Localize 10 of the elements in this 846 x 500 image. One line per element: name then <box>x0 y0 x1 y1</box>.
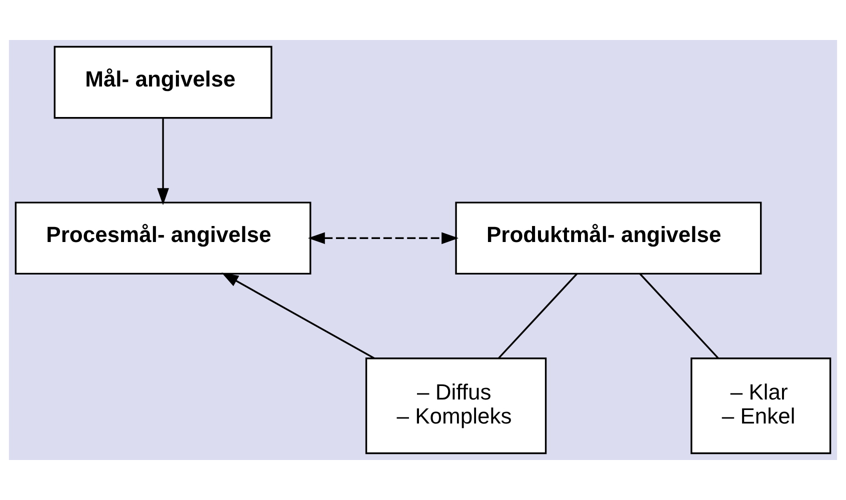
connector <box>639 273 719 359</box>
node-box: – Klar – Enkel <box>690 358 832 454</box>
node-box: – Diffus – Kompleks <box>365 358 547 454</box>
node-box: Mål- angivelse <box>54 46 272 119</box>
node-box: Procesmål- angivelse <box>14 202 312 275</box>
arrow <box>308 232 459 244</box>
arrow <box>222 272 375 360</box>
arrow <box>157 118 169 206</box>
node-box: Produktmål- angivelse <box>455 202 762 275</box>
connector <box>498 273 578 359</box>
